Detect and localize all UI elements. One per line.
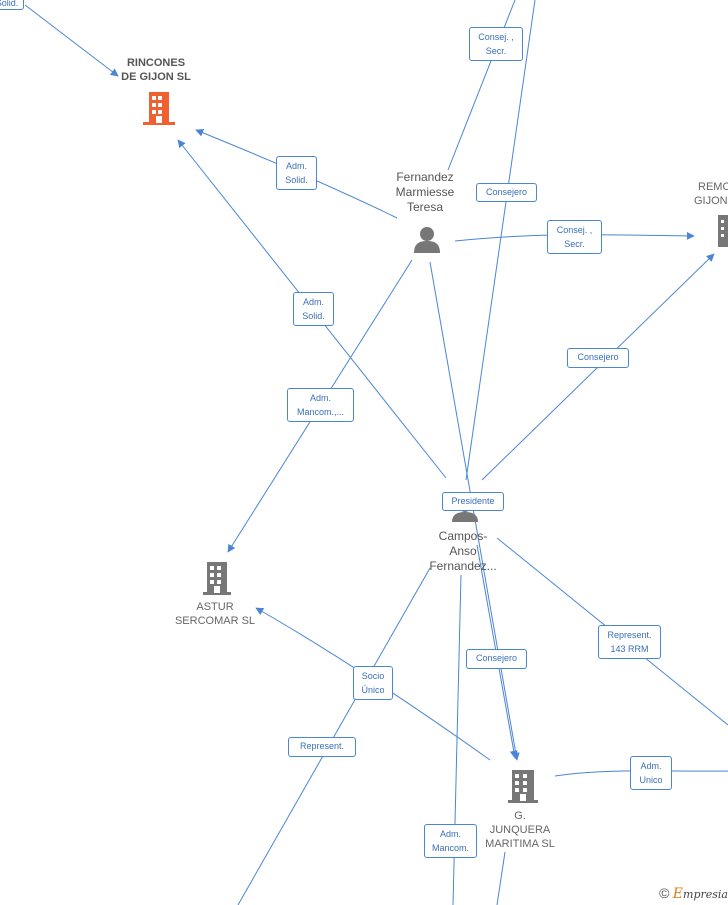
edge-label-consejero-3[interactable]: Consejero [466,649,527,669]
edge-campos-bottomleft [237,567,431,905]
brand-logo-initial: E [672,886,684,902]
company-label-remo[interactable]: REMO GIJON [694,181,728,207]
edge-label-consejero-2[interactable]: Consejero [567,348,629,368]
edge-label-consej-secr-top[interactable]: Consej. , Secr. [469,27,523,61]
edge-label-adm-solid-2[interactable]: Adm. Solid. [293,292,334,326]
edge-fernandez-junquera [429,261,520,761]
edge-fernandez-top [447,0,516,171]
brand-footer: © Empresia [659,885,728,902]
edge-label-socio-unico[interactable]: Socio Único [353,666,393,700]
edge-topleft-rincones [24,4,119,77]
edge-label-consejero-1[interactable]: Consejero [476,183,537,202]
copyright-symbol: © [659,885,670,901]
edge-label-adm-mancom-1[interactable]: Adm. Mancom.,... [287,388,354,422]
brand-logo-text: mpresia [683,888,728,901]
edge-label-represent[interactable]: Represent. [288,737,356,757]
company-label-junquera[interactable]: G. JUNQUERA MARITIMA SL [485,810,555,850]
edges [24,0,728,905]
company-label-astur[interactable]: ASTUR SERCOMAR SL [174,601,256,627]
building-icon[interactable] [508,770,538,803]
building-icon[interactable] [718,215,728,247]
edge-label-adm-solid-1[interactable]: Adm. Solid. [276,156,317,190]
person-icon[interactable] [414,227,440,253]
edge-junquera-down [496,851,506,905]
building-icon[interactable] [143,92,175,125]
person-label-fernandez[interactable]: Fernandez Marmiesse Teresa [395,170,455,214]
person-label-campos[interactable]: Campos- Anso Fernandez... [429,529,497,573]
edge-label-solid-top[interactable]: Solid. [0,0,24,10]
edge-label-adm-unico[interactable]: Adm. Unico [630,756,672,790]
company-label-rincones[interactable]: RINCONES DE GIJON SL [121,57,191,83]
edge-label-presidente[interactable]: Presidente [442,492,504,511]
edge-campos-top [465,0,536,481]
edge-label-represent-143[interactable]: Represent. 143 RRM [598,625,661,659]
edge-label-consej-secr-right[interactable]: Consej. , Secr. [547,220,602,254]
edge-label-adm-mancom-2[interactable]: Adm. Mancom. [424,824,477,858]
building-icon[interactable] [203,562,231,595]
